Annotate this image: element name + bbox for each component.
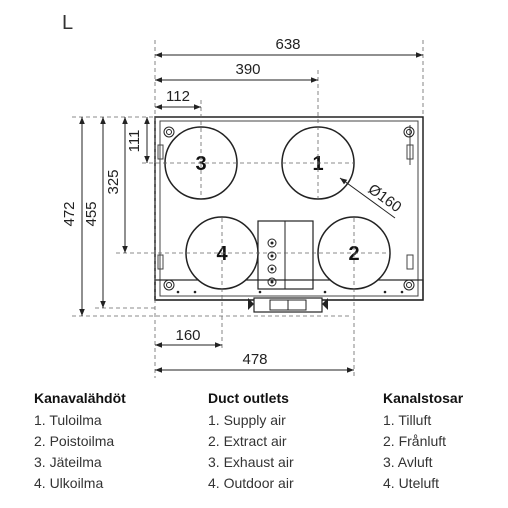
unit-top-view-drawing: 3 1 4 2 638 390 1 [61, 36, 424, 378]
legend-item: 3. Exhaust air [208, 454, 294, 470]
legend-title: Kanavalähdöt [34, 390, 126, 406]
center-lines [72, 40, 424, 378]
dim-row-height: 325 [105, 169, 122, 194]
dim-overall-width: 638 [275, 36, 300, 53]
corner-bolts [163, 126, 415, 291]
variant-label: L [62, 12, 74, 34]
electrical-box [257, 220, 314, 290]
legend-title: Kanalstosar [383, 390, 464, 406]
outlet-4-number: 4 [216, 243, 228, 265]
legend-item: 2. Extract air [208, 433, 287, 449]
dimension-lines [79, 52, 423, 373]
bottom-screws [176, 290, 404, 294]
dim-left-offset: 112 [166, 88, 190, 105]
legend-item: 1. Supply air [208, 412, 286, 428]
legend-item: 3. Avluft [383, 454, 433, 470]
legend-item: 2. Poistoilma [34, 433, 115, 449]
legend-item: 4. Outdoor air [208, 475, 294, 491]
dim-bottom-left-offset: 160 [175, 327, 200, 344]
legend-finnish: Kanavalähdöt 1. Tuloilma 2. Poistoilma 3… [34, 390, 204, 494]
legend-title: Duct outlets [208, 390, 289, 406]
dim-height-outer: 472 [61, 201, 78, 226]
legend-item: 2. Frånluft [383, 433, 447, 449]
legend-english: Duct outlets 1. Supply air 2. Extract ai… [208, 390, 378, 494]
legend-item: 3. Jäteilma [34, 454, 102, 470]
legend-swedish: Kanalstosar 1. Tilluft 2. Frånluft 3. Av… [383, 390, 503, 494]
dim-bottom-right-offset: 478 [242, 351, 267, 368]
dim-top-offset: 111 [126, 130, 143, 153]
legend-item: 1. Tuloilma [34, 412, 102, 428]
legend-item: 4. Ulkoilma [34, 475, 104, 491]
legend-item: 4. Uteluft [383, 475, 440, 491]
bottom-connector [248, 297, 328, 313]
legend-item: 1. Tilluft [383, 412, 432, 428]
dim-top-row-offset: 390 [235, 61, 260, 78]
dim-height-inner: 455 [83, 201, 100, 226]
